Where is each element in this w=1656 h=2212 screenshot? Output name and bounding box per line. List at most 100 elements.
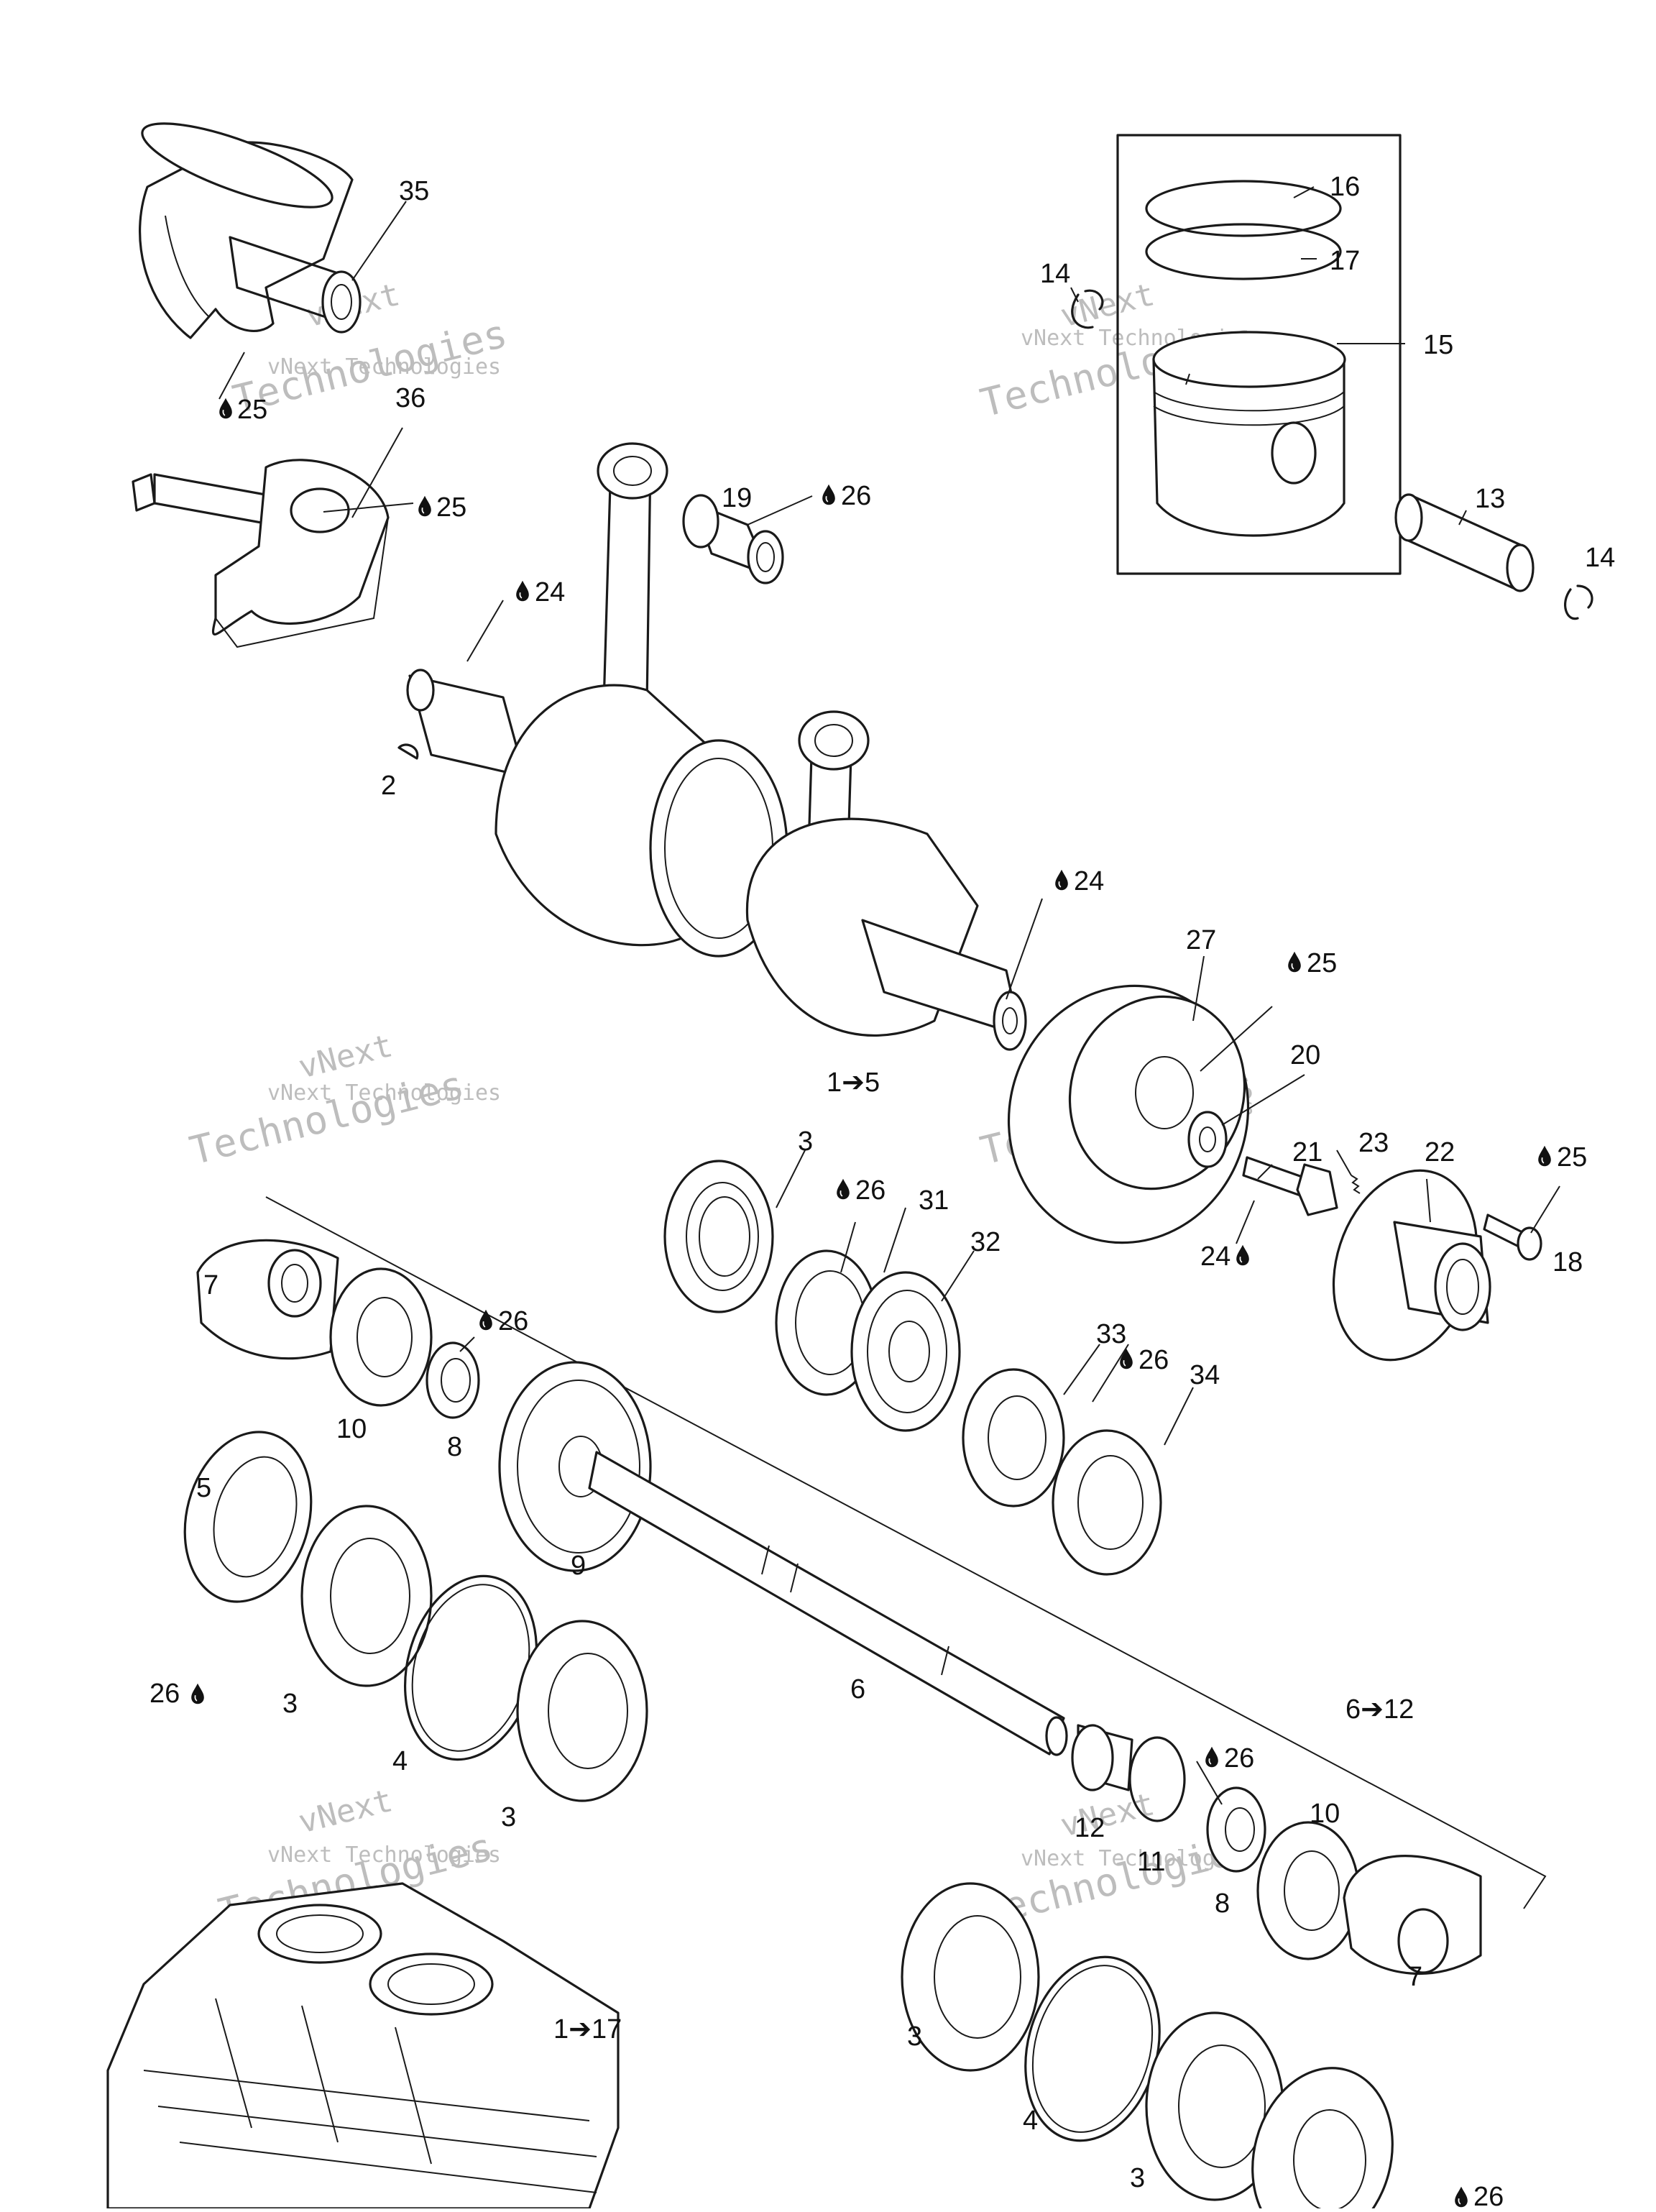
lubricant-drop-icon xyxy=(418,495,432,518)
part-8-oil-seal-right xyxy=(1206,1786,1266,1873)
callout-6-to-12: 6➔12 xyxy=(1346,1694,1414,1725)
callout-10-b: 10 xyxy=(1310,1799,1340,1829)
callout-12: 12 xyxy=(1075,1813,1105,1843)
callout-26-g: 26 xyxy=(1473,2182,1504,2208)
callout-26-f: 26 xyxy=(1224,1743,1254,1773)
group-6-12-bracket xyxy=(265,1196,1547,1909)
callout-21: 21 xyxy=(1292,1137,1322,1167)
part-2-woodruff-key xyxy=(397,743,419,760)
part-3-ball-bearing-bottom xyxy=(1145,2011,1284,2201)
lubricant-drop-icon xyxy=(1537,1144,1552,1167)
lubricant-drop-icon xyxy=(1054,868,1069,891)
lubricant-drop-icon xyxy=(479,1308,493,1331)
callout-25-c: 25 xyxy=(1307,948,1337,978)
callout-7-b: 7 xyxy=(1407,1962,1422,1992)
callout-3-e: 3 xyxy=(1130,2163,1145,2193)
crankcase-assembly xyxy=(106,1882,620,2210)
svg-text:vNext: vNext xyxy=(295,1782,396,1841)
part-19-needle-bearing xyxy=(682,494,784,584)
watermark-mid-left: vNext vNext Technologies Technologies xyxy=(185,1027,501,1173)
part-11-ring xyxy=(1128,1736,1186,1822)
part-6-balancer-shaft xyxy=(588,1451,1068,1756)
part-9-gear xyxy=(498,1361,652,1572)
part-34-bearing xyxy=(1052,1429,1162,1576)
lubricant-drop-icon xyxy=(1236,1244,1250,1267)
part-5-seal xyxy=(183,1431,313,1603)
callout-26-a: 26 xyxy=(841,481,871,511)
main-crankshaft-assembly xyxy=(406,442,1027,1051)
lubricant-drop-icon xyxy=(218,397,233,420)
part-22-drive-coupler xyxy=(1332,1169,1491,1362)
part-32-gear xyxy=(850,1271,961,1432)
callout-8-b: 8 xyxy=(1215,1889,1230,1919)
callout-17: 17 xyxy=(1330,246,1360,276)
part-26-seal-bottom xyxy=(1251,2067,1394,2212)
callout-20: 20 xyxy=(1290,1040,1320,1070)
part-13-piston-pin xyxy=(1394,493,1535,592)
callout-14-b: 14 xyxy=(1585,543,1615,573)
part-3-ball-bearing-left xyxy=(300,1505,433,1687)
callout-25-a: 25 xyxy=(237,395,267,425)
part-10-bearing-left xyxy=(329,1267,433,1407)
part-20-washer xyxy=(1187,1111,1228,1168)
piston-kit-box xyxy=(1071,134,1402,575)
lubricant-drop-icon xyxy=(190,1682,205,1705)
callout-31: 31 xyxy=(919,1185,949,1216)
part-3-ball-bearing-center xyxy=(516,1620,648,1802)
callout-4-a: 4 xyxy=(392,1746,408,1776)
callout-22: 22 xyxy=(1425,1137,1455,1167)
callout-11: 11 xyxy=(1137,1847,1165,1877)
callout-10-a: 10 xyxy=(336,1414,367,1444)
part-7-balancer-weight-left xyxy=(196,1239,339,1360)
svg-text:vNext Technologies: vNext Technologies xyxy=(267,1080,501,1106)
callout-labels: 35 25 36 25 24 2 19 26 14 16 17 15 13 14… xyxy=(150,172,1615,2212)
part-7-balancer-weight-right xyxy=(1343,1855,1482,1975)
lubricant-drop-icon xyxy=(515,579,530,602)
part-18-screw xyxy=(1483,1213,1542,1261)
callout-25-b: 25 xyxy=(436,492,466,523)
callout-5: 5 xyxy=(196,1473,211,1503)
callout-26-e: 26 xyxy=(150,1679,180,1709)
lubricant-drop-icon xyxy=(836,1178,850,1201)
callout-3-a: 3 xyxy=(798,1126,813,1157)
callout-24-b: 24 xyxy=(1074,866,1104,896)
callout-15: 15 xyxy=(1423,330,1453,360)
leader-lines xyxy=(218,186,1560,1805)
part-36-crankshaft-half xyxy=(132,459,390,648)
callout-6: 6 xyxy=(850,1674,865,1704)
callout-16: 16 xyxy=(1330,172,1360,202)
callout-24-a: 24 xyxy=(535,577,565,607)
callout-8-a: 8 xyxy=(447,1432,462,1462)
part-8-oil-seal-left xyxy=(426,1341,480,1419)
part-23-spring xyxy=(1351,1175,1361,1194)
part-3-ball-bearing-lower-right xyxy=(901,1882,1040,2072)
callout-3-b: 3 xyxy=(282,1689,298,1719)
callout-1-to-17: 1➔17 xyxy=(553,2014,622,2045)
part-10-bearing-right xyxy=(1256,1821,1360,1960)
callout-33: 33 xyxy=(1096,1319,1126,1349)
callout-19: 19 xyxy=(722,483,752,513)
callout-14-a: 14 xyxy=(1040,259,1070,289)
part-35-crankshaft-half xyxy=(139,122,362,339)
callout-23: 23 xyxy=(1358,1128,1389,1158)
svg-text:vNext Technologies: vNext Technologies xyxy=(267,354,501,380)
callout-9: 9 xyxy=(571,1551,586,1581)
callout-1-to-5: 1➔5 xyxy=(827,1068,880,1098)
callout-32: 32 xyxy=(970,1227,1000,1257)
part-33-seal xyxy=(962,1368,1065,1507)
callout-35: 35 xyxy=(399,176,429,206)
callout-26-b: 26 xyxy=(855,1175,886,1206)
callout-13: 13 xyxy=(1475,484,1505,514)
callout-27: 27 xyxy=(1186,925,1216,955)
lubricant-drop-icon xyxy=(1205,1745,1219,1768)
svg-text:vNext Technologies: vNext Technologies xyxy=(267,1842,501,1868)
callout-26-c: 26 xyxy=(498,1306,528,1336)
svg-text:vNext: vNext xyxy=(295,1027,396,1086)
callout-3-d: 3 xyxy=(907,2021,922,2052)
part-12-needle-bearing xyxy=(1071,1724,1133,1791)
lubricant-drop-icon xyxy=(1119,1347,1133,1370)
callout-18: 18 xyxy=(1552,1247,1583,1277)
callout-2: 2 xyxy=(381,771,396,801)
